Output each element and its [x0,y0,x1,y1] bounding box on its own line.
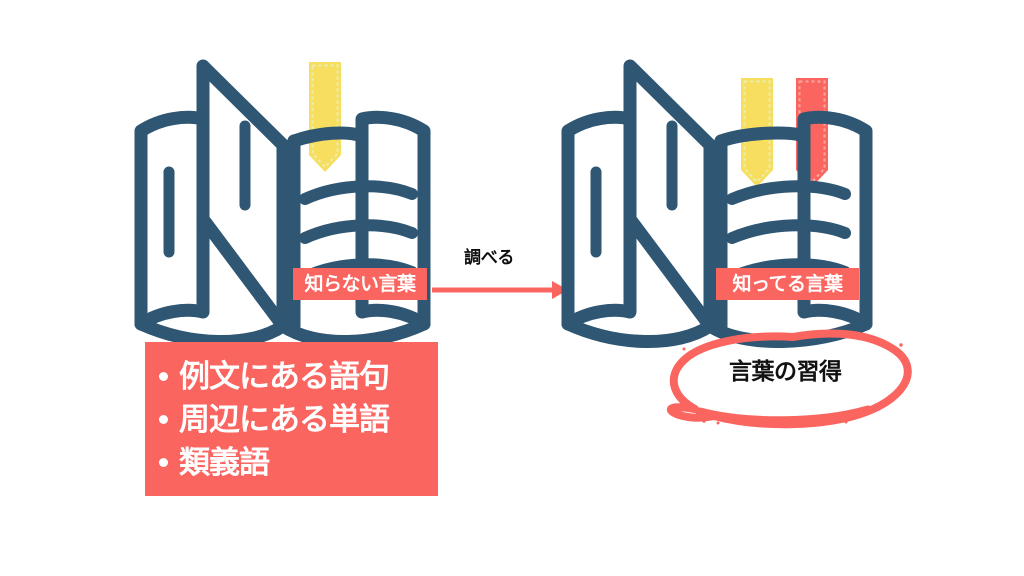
right-book-icon [561,59,873,349]
left-page-tag-label: 知らない言葉 [304,273,416,295]
hand-drawn-circle-annotation [667,329,912,429]
list-item-label: 類義語 [179,445,270,480]
bullet-list: 例文にある語句 周辺にある単語 類義語 [145,342,438,496]
left-page-tag: 知らない言葉 [293,268,427,300]
right-book-turning-page [623,59,717,333]
list-item-label: 周辺にある単語 [179,402,390,437]
transition-arrow-label: 調べる [464,248,515,267]
bullet-dot-icon [159,372,168,381]
left-cover-outline [134,110,210,331]
bullet-dot-icon [159,415,168,424]
bullet-panel: 例文にある語句 周辺にある単語 類義語 [145,342,438,496]
right-page-tag: 知ってる言葉 [716,268,859,300]
right-cover-outline [355,110,431,331]
list-item: 類義語 [157,441,438,484]
bullet-dot-icon [159,458,168,467]
turning-page [196,59,290,333]
right-book-left-page-lines [590,120,678,258]
transition-arrow [432,281,568,299]
list-item: 周辺にある単語 [157,398,438,441]
outcome-label: 言葉の習得 [729,358,842,384]
bookmark-yellow-icon [309,62,341,172]
right-book-left-cover [561,110,637,331]
list-item-label: 例文にある語句 [179,359,390,394]
right-book-text-lines [726,180,851,283]
list-item: 例文にある語句 [157,355,438,398]
right-book-right-cover [797,110,873,331]
right-page-tag-label: 知ってる言葉 [732,273,843,295]
left-page-detail-lines [163,120,251,258]
